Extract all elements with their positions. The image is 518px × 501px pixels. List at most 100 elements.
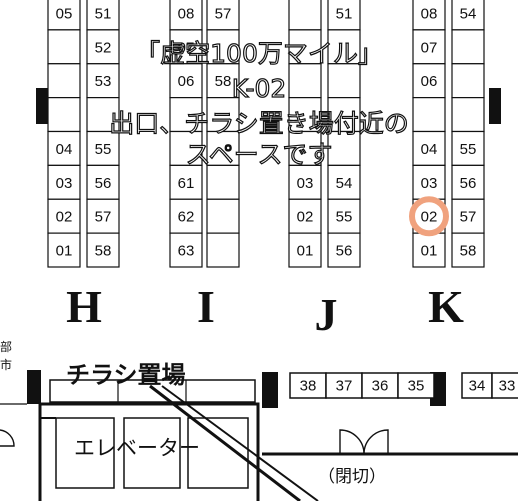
booth-number: 56 — [336, 243, 353, 260]
booth-cell — [325, 372, 363, 399]
booth-cell — [451, 97, 485, 133]
elevator-label: エレベーター — [74, 436, 200, 460]
booth-number: 57 — [215, 5, 232, 22]
booth-cell — [327, 0, 361, 31]
booth-cell — [412, 164, 446, 200]
booth-number: 55 — [460, 141, 477, 158]
booth-number: 53 — [95, 73, 112, 90]
booth-number: 07 — [178, 39, 195, 56]
booth-cell — [327, 198, 361, 234]
callout-line — [161, 385, 319, 501]
booth-cell — [412, 0, 446, 31]
booth-cell — [451, 0, 485, 31]
booth-number: 02 — [56, 209, 73, 226]
booth-number: 57 — [460, 209, 477, 226]
booth-cell — [491, 372, 518, 399]
booth-number: 58 — [95, 243, 112, 260]
booth-number: 56 — [95, 175, 112, 192]
highlight-circle — [409, 196, 449, 237]
booth-cell — [86, 29, 120, 65]
booth-number: 08 — [421, 5, 438, 22]
booth-cell — [86, 0, 120, 31]
pillar — [36, 88, 48, 124]
booth-number: 56 — [460, 175, 477, 192]
booth-number: 54 — [460, 5, 477, 22]
overlay-caption-line4: スペースです — [185, 140, 333, 169]
booth-cell — [169, 232, 203, 268]
booth-number: 33 — [499, 378, 516, 395]
booth-number: 36 — [372, 378, 389, 395]
pillar — [27, 370, 41, 404]
overlay-caption-line3: 出口、チラシ置き場付近の — [109, 109, 410, 138]
booth-cell — [206, 29, 240, 65]
overlay-caption-line1: 「虚空100万マイル」 — [135, 39, 384, 68]
booth-cell — [86, 130, 120, 166]
booth-number: 34 — [469, 378, 486, 395]
booth-cell — [206, 198, 240, 234]
booth-cell — [169, 0, 203, 31]
aisle-letter: K — [428, 281, 464, 332]
booth-number: 06 — [421, 73, 438, 90]
aisle-letter: I — [197, 281, 215, 332]
booth-number: 02 — [421, 209, 438, 226]
left-edge-label-top: 部 — [0, 340, 13, 354]
booth-cell — [288, 164, 322, 200]
flyer-area-label: チラシ置場 — [66, 361, 186, 389]
booth-cell — [47, 0, 81, 31]
booth-cell — [397, 372, 435, 399]
closed-label: （閉切） — [318, 467, 386, 487]
booth-number: 37 — [336, 378, 353, 395]
booth-cell — [206, 232, 240, 268]
flyer-shelf — [49, 379, 256, 403]
booth-cell — [86, 198, 120, 234]
booth-number: 04 — [56, 141, 73, 158]
left-edge-label-bottom: 市 — [0, 358, 13, 372]
booth-number: 61 — [178, 175, 195, 192]
booth-cell — [451, 130, 485, 166]
booth-cell — [412, 63, 446, 99]
booth-cell — [412, 232, 446, 268]
booth-number: 54 — [336, 175, 353, 192]
booth-cell — [86, 164, 120, 200]
booth-number: 04 — [421, 141, 438, 158]
booth-number: 06 — [178, 73, 195, 90]
booth-cell — [47, 232, 81, 268]
booth-number: 55 — [336, 209, 353, 226]
booth-number: 57 — [95, 209, 112, 226]
booth-number: 03 — [56, 175, 73, 192]
booth-number: 01 — [421, 243, 438, 260]
door-swing — [363, 429, 389, 455]
booth-cell — [451, 164, 485, 200]
booth-number: 62 — [178, 209, 195, 226]
booth-number: 63 — [178, 243, 195, 260]
elevator-car — [187, 417, 249, 489]
booth-number: 58 — [460, 243, 477, 260]
booth-number: 01 — [297, 243, 314, 260]
booth-number: 35 — [408, 378, 425, 395]
elevator-car — [55, 417, 115, 489]
booth-cell — [169, 29, 203, 65]
booth-cell — [461, 372, 493, 399]
elevator-car — [123, 417, 181, 489]
overlay-caption-line2: K-02 — [231, 74, 287, 103]
door-swing — [339, 429, 365, 455]
booth-cell — [327, 232, 361, 268]
booth-cell — [47, 63, 81, 99]
booth-cell — [86, 63, 120, 99]
pillar — [489, 88, 501, 124]
callout-line — [149, 384, 301, 501]
booth-number: 03 — [297, 175, 314, 192]
booth-number: 02 — [297, 209, 314, 226]
pillar — [262, 372, 278, 408]
booth-number: 07 — [421, 39, 438, 56]
booth-cell — [288, 29, 322, 65]
booth-cell — [86, 232, 120, 268]
booth-number: 51 — [336, 5, 353, 22]
booth-number: 03 — [421, 175, 438, 192]
booth-cell — [169, 198, 203, 234]
booth-number: 55 — [95, 141, 112, 158]
booth-cell — [451, 63, 485, 99]
aisle-letter: J — [315, 289, 338, 340]
booth-cell — [288, 232, 322, 268]
